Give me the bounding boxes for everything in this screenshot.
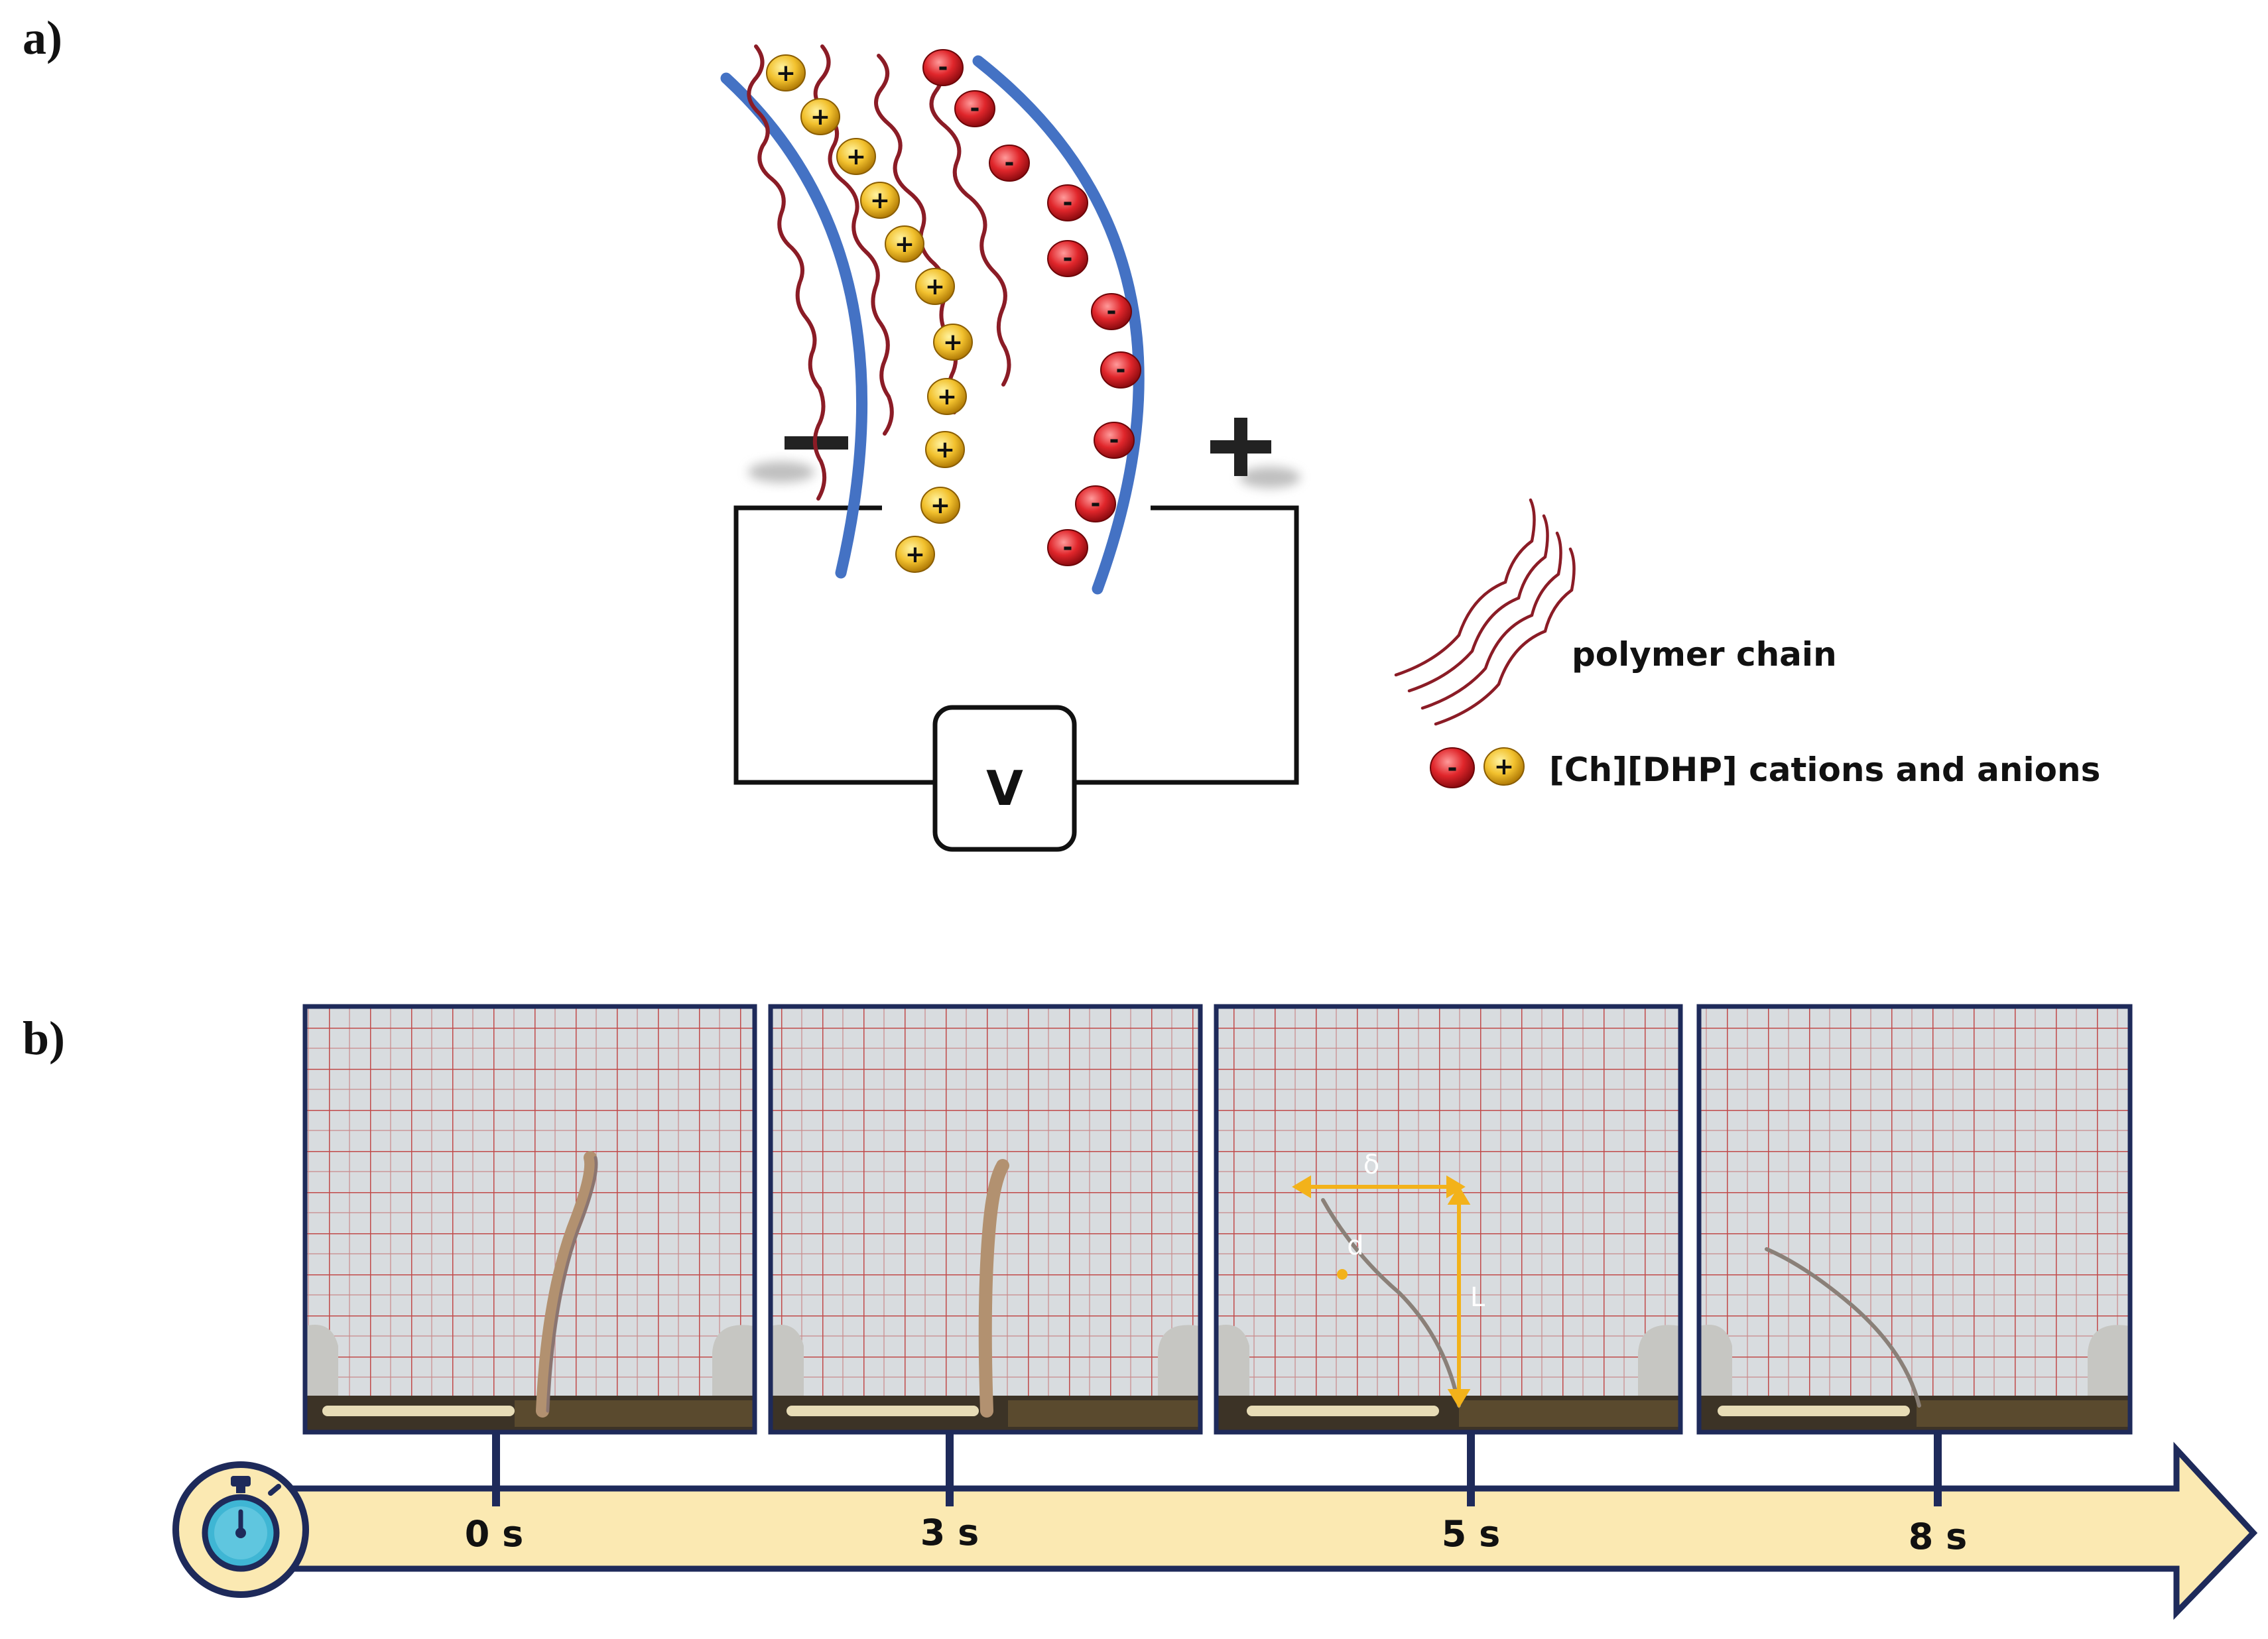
svg-text:-: - [1063, 245, 1073, 272]
cation: + [885, 225, 924, 263]
anion: - [1094, 422, 1135, 459]
photo-frame-3s [768, 1004, 1203, 1435]
photo-frame-8s [1696, 1004, 2133, 1435]
legend-anion-icon: - [1430, 747, 1475, 788]
cation: + [927, 378, 967, 415]
measurement-annotations [1292, 1175, 1471, 1408]
cation: + [836, 138, 876, 175]
polymer-chains [747, 44, 1011, 501]
tick-label-0s: 0 s [465, 1513, 524, 1555]
photo-frame-0s [302, 1004, 757, 1435]
svg-text:+: + [925, 273, 945, 300]
svg-text:-: - [1063, 534, 1073, 561]
svg-text:-: - [1116, 356, 1126, 383]
L-label: L [1470, 1282, 1485, 1313]
timeline-arrow [262, 1441, 2258, 1620]
cation: + [766, 54, 806, 91]
anion: - [922, 49, 964, 86]
svg-text:-: - [1005, 149, 1015, 176]
delta-label: δ [1363, 1150, 1379, 1180]
svg-text:+: + [905, 541, 925, 568]
positive-sign-shadow [1239, 467, 1300, 488]
svg-text:-: - [970, 95, 980, 122]
legend-polymer-label: polymer chain [1572, 635, 1837, 674]
svg-text:-: - [1109, 426, 1119, 454]
anion: - [1075, 485, 1116, 522]
stopwatch-icon [172, 1461, 309, 1598]
tick-label-3s: 3 s [920, 1512, 979, 1553]
d-label: d [1347, 1231, 1363, 1261]
anion: - [1091, 293, 1132, 330]
negative-sign-shadow [748, 461, 814, 483]
svg-text:+: + [895, 231, 914, 258]
svg-text:+: + [776, 60, 796, 87]
tick-label-8s: 8 s [1909, 1516, 1968, 1557]
negative-electrode [720, 72, 868, 579]
circuit-wires [733, 505, 1299, 785]
svg-text:+: + [937, 383, 957, 410]
cation: + [915, 268, 955, 305]
anion: - [1047, 184, 1088, 221]
svg-text:-: - [938, 54, 948, 81]
voltage-source-box [932, 705, 1077, 852]
svg-text:+: + [943, 329, 963, 356]
svg-text:-: - [1107, 298, 1117, 325]
panel-b-label: b) [23, 1012, 66, 1065]
anion: - [989, 145, 1030, 182]
cation: + [925, 431, 965, 468]
svg-text:+: + [810, 103, 830, 131]
svg-text:+: + [870, 187, 890, 214]
svg-text:-: - [1063, 189, 1073, 216]
anion-column: - - - - - - - - - - [922, 49, 1141, 566]
svg-text:-: - [1448, 755, 1458, 782]
cation-column: + + + + + + + + + + + [766, 54, 973, 573]
positive-electrode [972, 55, 1145, 595]
photo-frame-5s: δ d L [1214, 1004, 1683, 1435]
anion: - [1047, 240, 1088, 277]
svg-text:+: + [1494, 753, 1514, 780]
anion: - [954, 90, 995, 127]
positive-terminal-sign [1210, 418, 1271, 476]
legend-polymer-icon [1394, 498, 1576, 726]
legend-ions-label: [Ch][DHP] cations and anions [1549, 751, 2100, 789]
legend-cation-icon: + [1483, 747, 1525, 786]
cation: + [933, 324, 973, 361]
anion: - [1047, 529, 1088, 566]
svg-text:+: + [930, 492, 950, 519]
tick-label-5s: 5 s [1442, 1513, 1501, 1555]
cation: + [920, 487, 960, 524]
voltage-label: V [986, 760, 1023, 816]
timeline-ticks [492, 1432, 1942, 1506]
cation: + [800, 98, 840, 135]
cation: + [895, 536, 935, 573]
svg-text:-: - [1091, 490, 1101, 517]
cation: + [860, 182, 900, 219]
svg-text:+: + [935, 436, 955, 463]
panel-a-label: a) [23, 11, 62, 64]
anion: - [1100, 351, 1141, 389]
svg-text:+: + [846, 143, 866, 170]
